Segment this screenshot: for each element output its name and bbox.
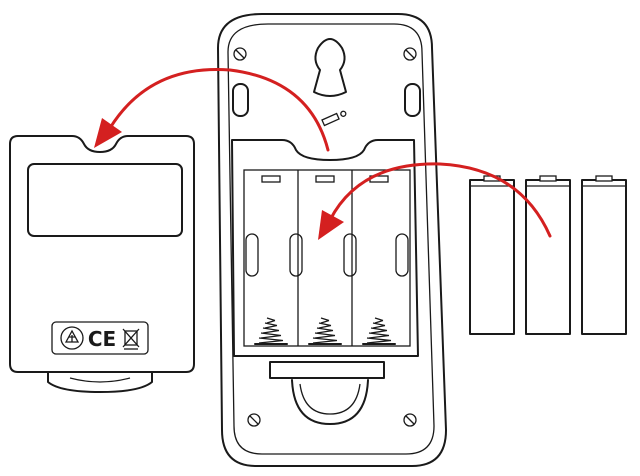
bay-clip	[343, 233, 357, 277]
recycle-icon	[60, 326, 84, 350]
compliance-marks: CE	[51, 321, 149, 355]
cover-latch-notch	[69, 377, 131, 383]
left-slot	[232, 83, 249, 117]
arrow-insert-batteries	[318, 162, 552, 240]
aa-battery	[525, 175, 571, 335]
battery-compartment	[231, 139, 419, 357]
latch-recess	[291, 379, 369, 425]
battery-cover: CE	[9, 135, 195, 393]
bay-clip	[289, 233, 303, 277]
right-slot	[404, 83, 421, 117]
spring-contact-icon	[362, 317, 396, 345]
keyhole-icon	[313, 38, 347, 97]
device-housing	[217, 13, 447, 467]
battery-bays	[245, 170, 409, 346]
spring-contacts	[254, 317, 396, 345]
cover-label-area	[27, 163, 183, 237]
latch-receiver	[269, 361, 385, 379]
housing-inner-rim	[227, 23, 435, 455]
top-contact	[315, 175, 335, 183]
latch-recess-inner	[299, 383, 361, 415]
aa-battery	[581, 175, 627, 335]
batteries	[469, 175, 627, 335]
screw-icon	[247, 413, 261, 427]
ce-mark: CE	[88, 327, 116, 351]
screw-icon	[233, 47, 247, 61]
compartment-inner	[243, 169, 411, 347]
compliance-marks-frame	[51, 321, 149, 355]
arrow-remove-cover	[94, 67, 330, 152]
screw-icon	[403, 413, 417, 427]
cover-body	[9, 135, 195, 373]
screw-icon	[403, 47, 417, 61]
orientation-mark	[321, 110, 347, 127]
spring-contact-icon	[254, 317, 288, 345]
aa-battery	[469, 175, 515, 335]
weee-bin-icon	[122, 328, 140, 350]
bay-clip	[395, 233, 409, 277]
bay-clip	[245, 233, 259, 277]
spring-contact-icon	[308, 317, 342, 345]
top-contact	[261, 175, 281, 183]
